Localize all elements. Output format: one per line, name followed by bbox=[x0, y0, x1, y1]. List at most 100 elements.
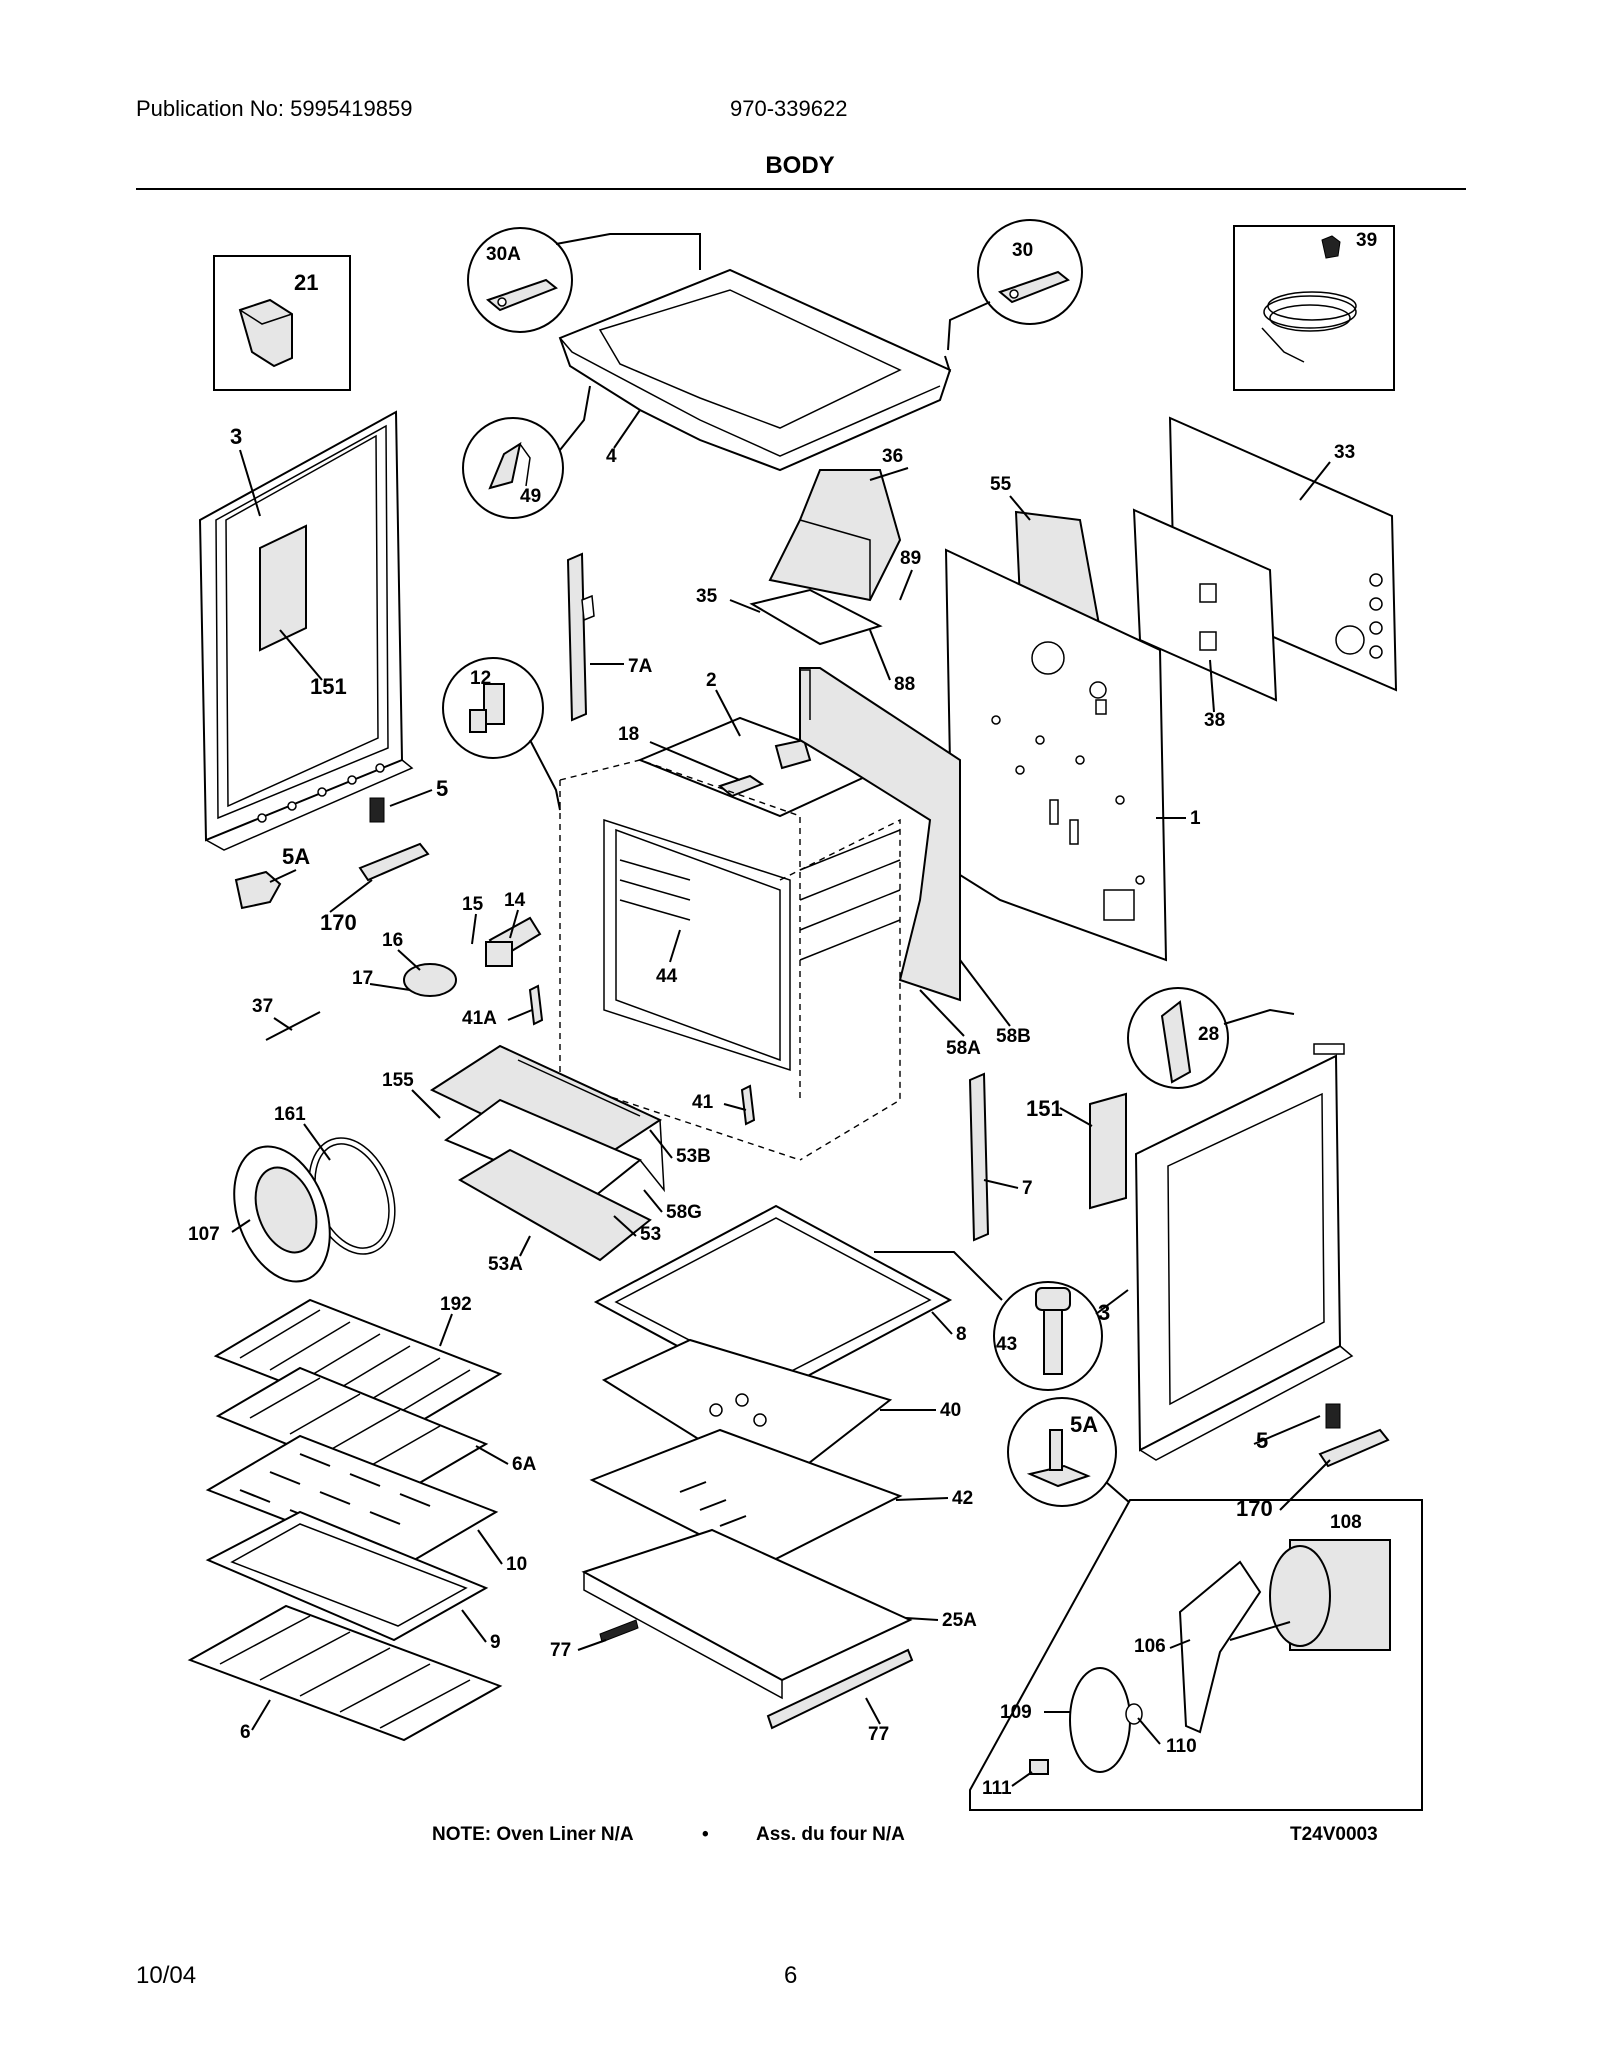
part-77-slide-bottom bbox=[766, 1648, 914, 1730]
label-77-left: 77 bbox=[550, 1640, 571, 1661]
label-5A-left: 5A bbox=[282, 844, 310, 869]
part-3-left-panel bbox=[198, 410, 414, 851]
note-english: NOTE: Oven Liner N/A bbox=[432, 1824, 634, 1845]
label-28: 28 bbox=[1198, 1024, 1219, 1045]
label-58B: 58B bbox=[996, 1026, 1031, 1047]
label-192: 192 bbox=[440, 1294, 472, 1315]
label-58G: 58G bbox=[666, 1202, 702, 1223]
part-39-inset bbox=[1233, 225, 1395, 391]
part-35-plate bbox=[749, 588, 883, 646]
part-12-callout bbox=[442, 657, 561, 811]
label-18: 18 bbox=[618, 724, 639, 745]
label-55: 55 bbox=[990, 474, 1012, 495]
note-line: NOTE: Oven Liner N/A • Ass. du four N/A … bbox=[432, 1824, 1378, 1845]
label-110: 110 bbox=[1166, 1736, 1197, 1757]
part-9-broil-pan bbox=[205, 1510, 489, 1642]
footer-date: 10/04 bbox=[136, 1962, 197, 1989]
label-15: 15 bbox=[462, 894, 484, 915]
part-36-duct bbox=[768, 469, 902, 602]
back-panel-holes bbox=[1369, 573, 1383, 659]
label-6: 6 bbox=[240, 1722, 251, 1743]
model-number: 970-339622 bbox=[730, 96, 848, 121]
label-3-left: 3 bbox=[230, 424, 242, 449]
label-38: 38 bbox=[1204, 710, 1225, 731]
label-5A-right: 5A bbox=[1070, 1412, 1098, 1437]
label-16: 16 bbox=[382, 930, 403, 951]
label-49: 49 bbox=[520, 486, 541, 507]
label-2: 2 bbox=[706, 670, 717, 691]
label-37: 37 bbox=[252, 996, 273, 1017]
back-wall-holes bbox=[991, 699, 1145, 921]
part-170-bracket-left bbox=[358, 842, 430, 882]
label-53A: 53A bbox=[488, 1254, 523, 1275]
label-6A: 6A bbox=[512, 1454, 537, 1475]
part-37-wire bbox=[265, 1011, 321, 1041]
label-8: 8 bbox=[956, 1324, 967, 1345]
label-39: 39 bbox=[1356, 230, 1377, 251]
part-7-hinge bbox=[968, 1072, 990, 1242]
part-30-callout bbox=[947, 219, 1083, 351]
part-38-bracket-panel bbox=[1132, 508, 1278, 702]
label-41A: 41A bbox=[462, 1008, 497, 1029]
label-161: 161 bbox=[274, 1104, 306, 1125]
label-107: 107 bbox=[188, 1224, 220, 1245]
label-88: 88 bbox=[894, 674, 915, 695]
label-151-left: 151 bbox=[310, 674, 347, 699]
part-28-callout bbox=[1127, 987, 1295, 1089]
part-43-callout bbox=[874, 1251, 1103, 1391]
label-21: 21 bbox=[294, 270, 318, 295]
label-12: 12 bbox=[470, 668, 491, 689]
part-41A-clip bbox=[528, 984, 544, 1026]
part-5A-foot-left bbox=[234, 870, 282, 910]
label-109: 109 bbox=[1000, 1702, 1032, 1723]
label-89: 89 bbox=[900, 548, 921, 569]
label-5-left: 5 bbox=[436, 776, 448, 801]
label-40: 40 bbox=[940, 1400, 961, 1421]
label-106: 106 bbox=[1134, 1636, 1166, 1657]
part-5-screw-left bbox=[369, 797, 385, 823]
label-151-right: 151 bbox=[1026, 1096, 1063, 1121]
part-49-callout bbox=[462, 385, 591, 519]
part-21-inset bbox=[213, 255, 351, 391]
label-14: 14 bbox=[504, 890, 526, 911]
label-42: 42 bbox=[952, 1488, 973, 1509]
label-7A: 7A bbox=[628, 656, 653, 677]
label-53B: 53B bbox=[676, 1146, 711, 1167]
header-rule bbox=[136, 188, 1466, 190]
part-170-bracket-right bbox=[1318, 1428, 1390, 1468]
label-36: 36 bbox=[882, 446, 903, 467]
label-7: 7 bbox=[1022, 1178, 1033, 1199]
label-30A: 30A bbox=[486, 244, 521, 265]
label-44: 44 bbox=[656, 966, 678, 987]
label-170-left: 170 bbox=[320, 910, 357, 935]
diagram-code: T24V0003 bbox=[1290, 1824, 1378, 1845]
part-151-bracket-right bbox=[1089, 1092, 1127, 1210]
label-108: 108 bbox=[1330, 1512, 1362, 1533]
label-10: 10 bbox=[506, 1554, 527, 1575]
note-bullet: • bbox=[702, 1824, 709, 1845]
part-40-plate bbox=[601, 1338, 893, 1472]
label-170-right: 170 bbox=[1236, 1496, 1273, 1521]
part-3-right-panel bbox=[1134, 1043, 1354, 1461]
label-leaders bbox=[231, 409, 1331, 1787]
page-title: BODY bbox=[765, 152, 835, 179]
part-7A-hinge bbox=[566, 552, 595, 722]
part-labels: 21 30A 30 39 3 4 49 36 33 55 89 35 88 7A… bbox=[188, 230, 1377, 1799]
label-155: 155 bbox=[382, 1070, 414, 1091]
part-1-back-wall bbox=[944, 548, 1168, 962]
part-14-15-16-17-lamp bbox=[403, 916, 542, 997]
label-111: 111 bbox=[982, 1778, 1012, 1799]
fan-motor-inset bbox=[969, 1499, 1423, 1811]
footer-page-number: 6 bbox=[784, 1962, 798, 1989]
part-41-clip bbox=[740, 1084, 756, 1126]
label-43: 43 bbox=[996, 1334, 1017, 1355]
label-33: 33 bbox=[1334, 442, 1355, 463]
part-5-screw-right bbox=[1325, 1403, 1341, 1429]
label-41: 41 bbox=[692, 1092, 714, 1113]
note-french: Ass. du four N/A bbox=[756, 1824, 905, 1845]
label-35: 35 bbox=[696, 586, 718, 607]
label-4: 4 bbox=[606, 446, 617, 467]
label-30: 30 bbox=[1012, 240, 1033, 261]
part-6-rack bbox=[187, 1604, 503, 1742]
